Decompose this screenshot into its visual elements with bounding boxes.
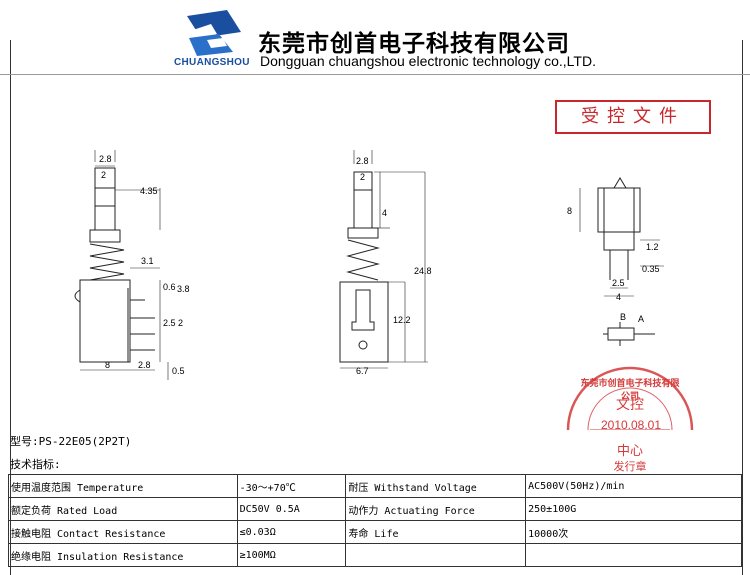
dim-label: 12.2 bbox=[393, 315, 411, 325]
spec-value bbox=[525, 543, 742, 567]
dim-label: 2.5 bbox=[612, 278, 625, 288]
dim-label: 2 bbox=[101, 170, 107, 180]
seal-side-text: 发行章 bbox=[613, 460, 647, 473]
dim-label: 1.2 bbox=[646, 242, 659, 252]
front-view bbox=[339, 150, 428, 369]
dim-label: 4 bbox=[616, 292, 622, 302]
model-number: 型号:PS-22E05(2P2T) bbox=[10, 435, 132, 448]
spec-value: AC500V(50Hz)/min bbox=[525, 474, 742, 498]
spec-value: 250±100G bbox=[525, 497, 742, 521]
dim-label: 3.1 bbox=[141, 256, 154, 266]
dim-label: 2.8 bbox=[138, 360, 151, 370]
company-name-cn: 东莞市创首电子科技有限公司 bbox=[258, 31, 570, 57]
dim-label: 4 bbox=[382, 208, 388, 218]
dim-label: 3.8 bbox=[177, 284, 190, 294]
table-row: 使用温度范围 Temperature -30～+70℃ 耐压 Withstand… bbox=[8, 474, 742, 498]
seal-date: 2010.08.01 bbox=[600, 418, 662, 432]
technical-drawing bbox=[74, 150, 694, 430]
spec-value: -30～+70℃ bbox=[236, 474, 347, 498]
dim-label: 24.8 bbox=[414, 266, 432, 276]
frame-right-border bbox=[742, 40, 743, 575]
dim-label: 0.5 bbox=[172, 366, 185, 376]
dim-label: 2 bbox=[178, 318, 184, 328]
spec-title: 技术指标: bbox=[10, 458, 61, 471]
dim-label: 2.8 bbox=[99, 154, 112, 164]
controlled-document-stamp: 受控文件 bbox=[555, 100, 711, 134]
spec-label: 动作力 Actuating Force bbox=[345, 497, 527, 521]
seal-top-text: 文控 bbox=[616, 397, 644, 413]
company-logo-icon bbox=[187, 10, 241, 56]
dim-label: 2 bbox=[360, 172, 366, 182]
dim-label: 8 bbox=[567, 206, 573, 216]
spec-value: ≥100MΩ bbox=[236, 543, 347, 567]
spec-label: 绝缘电阻 Insulation Resistance bbox=[8, 543, 238, 567]
spec-label bbox=[345, 543, 527, 567]
top-view bbox=[579, 177, 664, 346]
dim-label: 2.5 bbox=[163, 318, 176, 328]
spec-label: 使用温度范围 Temperature bbox=[8, 474, 238, 498]
table-row: 绝缘电阻 Insulation Resistance ≥100MΩ bbox=[8, 543, 742, 567]
spec-label: 耐压 Withstand Voltage bbox=[345, 474, 527, 498]
dim-label: 4.35 bbox=[140, 186, 158, 196]
dim-label: 2.8 bbox=[356, 156, 369, 166]
seal-bottom-text: 中心 bbox=[616, 444, 643, 459]
spec-table: 使用温度范围 Temperature -30～+70℃ 耐压 Withstand… bbox=[8, 474, 742, 567]
spec-value: ≤0.03Ω bbox=[236, 520, 347, 544]
frame-left-border bbox=[10, 40, 11, 575]
dim-label: 6.7 bbox=[356, 366, 369, 376]
spec-label: 接触电阻 Contact Resistance bbox=[8, 520, 238, 544]
side-view bbox=[74, 150, 169, 380]
dim-label: 0.35 bbox=[642, 264, 660, 274]
dim-label: 8 bbox=[105, 360, 111, 370]
logo-text: CHUANGSHOU bbox=[174, 57, 250, 68]
spec-value: DC50V 0.5A bbox=[236, 497, 347, 521]
pin-label-b: B bbox=[620, 312, 627, 322]
header-divider bbox=[0, 74, 750, 75]
table-row: 额定负荷 Rated Load DC50V 0.5A 动作力 Actuating… bbox=[8, 497, 742, 521]
dim-label: 0.6 bbox=[163, 282, 176, 292]
round-seal-stamp bbox=[566, 366, 694, 430]
company-name-en: Dongguan chuangshou electronic technolog… bbox=[260, 53, 596, 69]
spec-label: 额定负荷 Rated Load bbox=[8, 497, 238, 521]
seal-arc-text: 东莞市创首电子科技有限公司 bbox=[580, 379, 680, 402]
spec-label: 寿命 Life bbox=[345, 520, 527, 544]
pin-label-a: A bbox=[638, 314, 645, 324]
table-row: 接触电阻 Contact Resistance ≤0.03Ω 寿命 Life 1… bbox=[8, 520, 742, 544]
spec-value: 10000次 bbox=[525, 520, 742, 544]
